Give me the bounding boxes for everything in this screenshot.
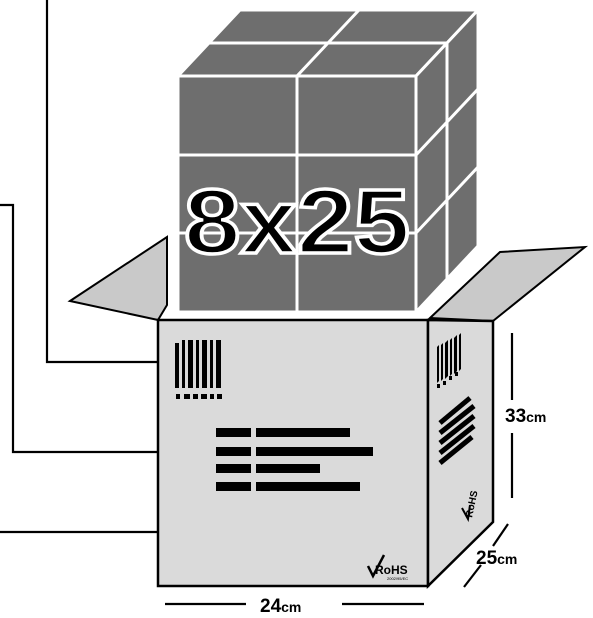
leader-line-text-block: [0, 203, 216, 454]
rohs-front-text: RoHS: [375, 563, 408, 577]
width-unit: cm: [281, 599, 301, 615]
height-dimension-label: 33cm: [505, 406, 546, 427]
width-value: 24: [260, 596, 282, 617]
depth-dim-line-top: [492, 523, 509, 547]
depth-dim-line-bottom: [463, 564, 482, 588]
depth-dimension-label: 25cm: [476, 548, 517, 569]
front-barcode: [175, 340, 222, 399]
width-dimension-label: 24cm: [260, 596, 301, 617]
carton-side-face: [426, 318, 495, 589]
dimension-lines: [165, 333, 514, 606]
product-count-label: 8x25: [184, 171, 410, 273]
side-text-block: [438, 396, 476, 465]
leader-line-barcode: [45, 0, 168, 364]
height-value: 33: [505, 406, 526, 427]
rohs-front-subtext: 2002/95/EC: [387, 576, 408, 581]
depth-unit: cm: [497, 551, 517, 567]
depth-value: 25: [476, 548, 498, 569]
side-barcode: [437, 333, 461, 388]
product-grid: [178, 8, 480, 312]
rohs-mark-front: RoHS 2002/95/EC: [366, 554, 408, 581]
left-flap: [67, 235, 168, 322]
front-text-block: [216, 428, 373, 491]
height-unit: cm: [526, 409, 546, 425]
